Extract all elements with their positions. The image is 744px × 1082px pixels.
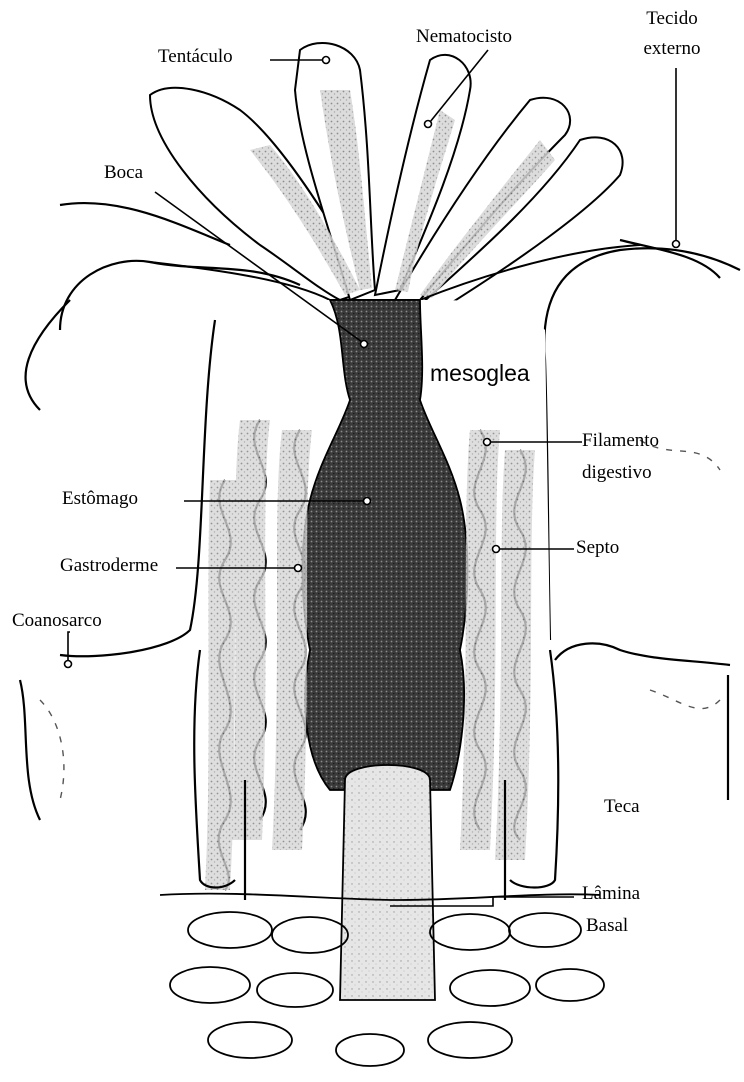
label-gastroderme: Gastroderme: [60, 555, 158, 578]
tentacles: [150, 43, 623, 310]
columella: [340, 765, 435, 1000]
label-lamina-line1: Lâmina: [582, 883, 640, 906]
label-coanosarco: Coanosarco: [12, 610, 102, 633]
label-tecido-externo-line2: externo: [632, 38, 712, 61]
label-tentaculo: Tentáculo: [158, 46, 233, 69]
label-estomago: Estômago: [62, 488, 138, 511]
label-tecido-externo-line1: Tecido: [632, 8, 712, 31]
label-filamento-line2: digestivo: [582, 462, 652, 485]
label-lamina-line2: Basal: [586, 915, 628, 938]
label-teca: Teca: [604, 796, 640, 819]
label-boca: Boca: [104, 162, 143, 185]
label-filamento-line1: Filamento: [582, 430, 659, 453]
label-septo: Septo: [576, 537, 619, 560]
label-mesoglea: mesoglea: [430, 360, 530, 388]
label-nematocisto: Nematocisto: [416, 26, 512, 49]
